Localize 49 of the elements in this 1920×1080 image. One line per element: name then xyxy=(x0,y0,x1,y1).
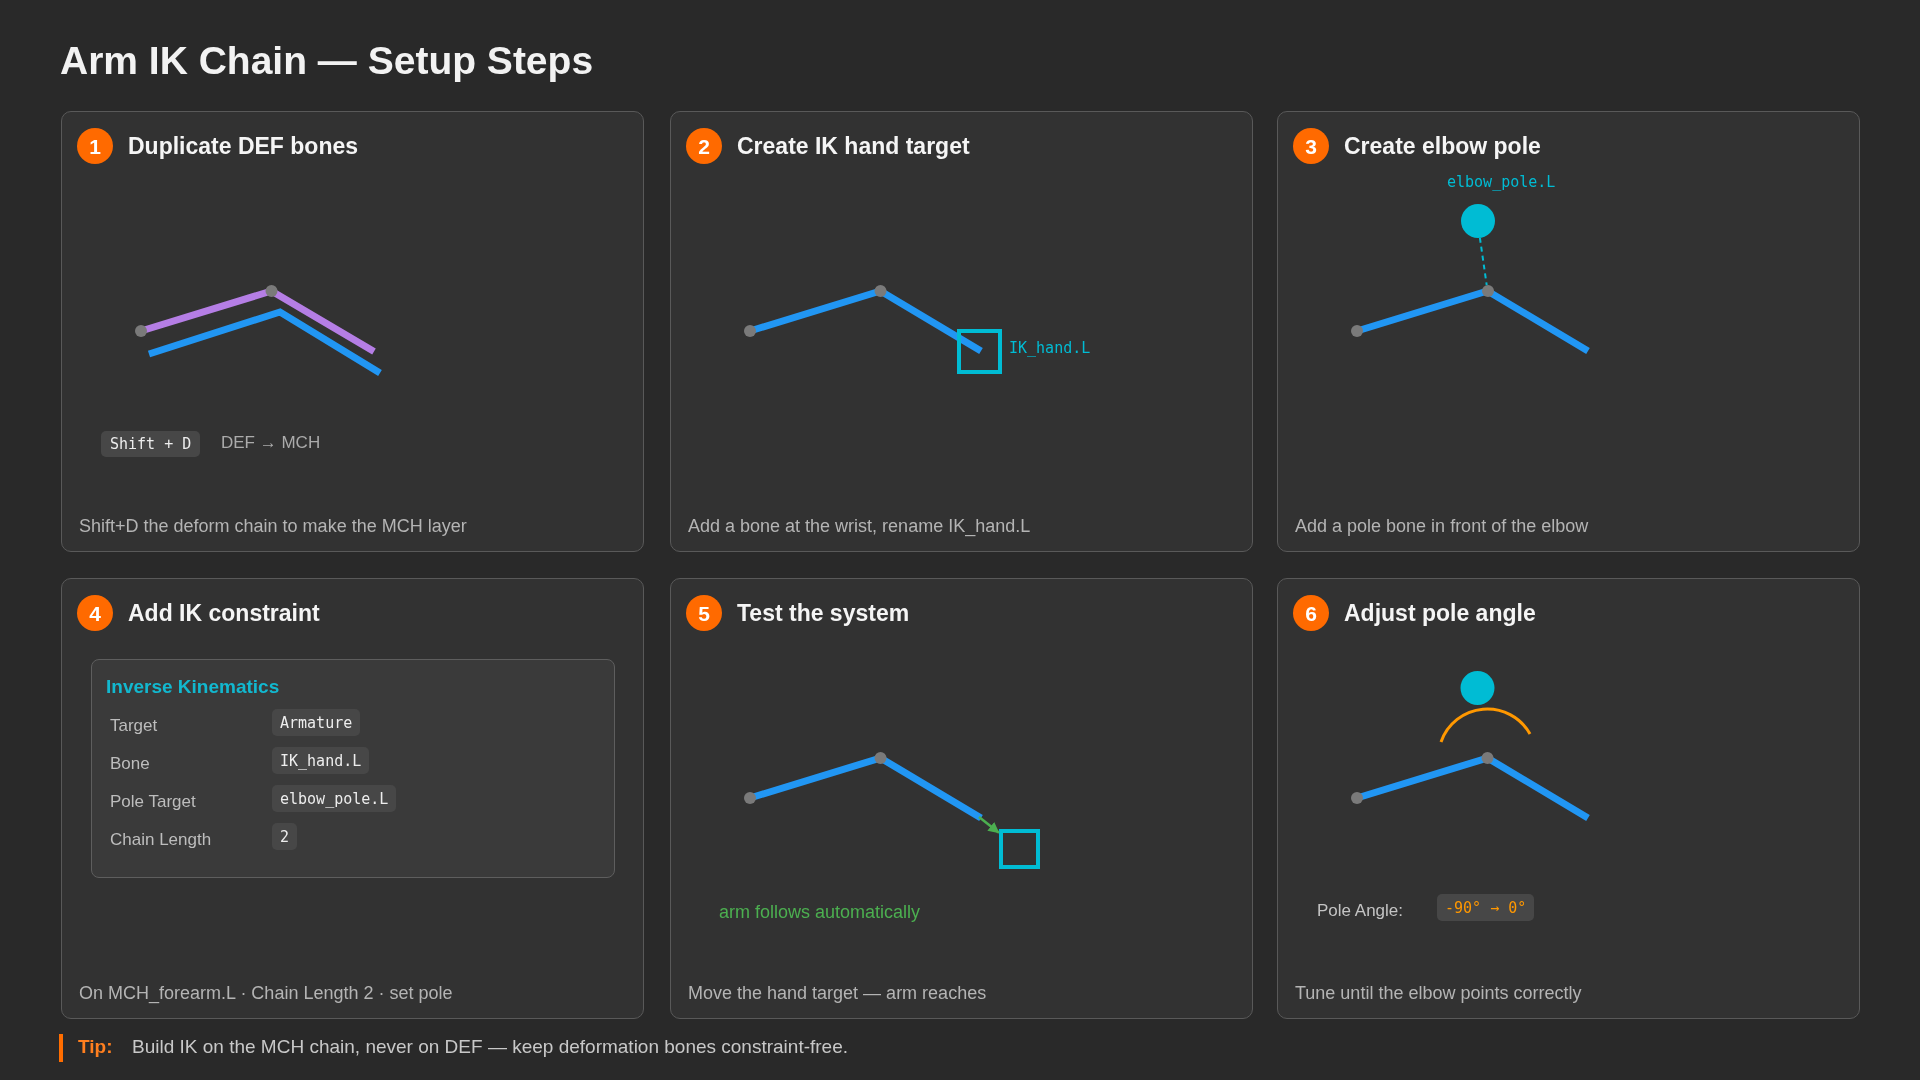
field-label: Bone xyxy=(110,753,150,775)
property-field: IK_hand.L xyxy=(272,747,370,774)
ik-target-square xyxy=(957,329,1002,374)
step-card xyxy=(670,578,1253,1019)
step-number-badge: 4 xyxy=(77,595,113,631)
step-number-badge: 2 xyxy=(686,128,722,164)
step-card xyxy=(61,578,644,1019)
result-note: arm follows automatically xyxy=(719,901,921,924)
field-label: Chain Length xyxy=(110,829,212,851)
step-number-badge: 5 xyxy=(686,595,722,631)
step-description: Tune until the elbow points correctly xyxy=(1295,982,1582,1005)
step-description: Add a bone at the wrist, rename IK_hand.L xyxy=(688,515,1031,538)
shortcut-key: Shift + D xyxy=(101,431,201,457)
step-title: Create IK hand target xyxy=(737,132,970,160)
tip-heading: Tip: xyxy=(78,1035,113,1059)
tip-text: Build IK on the MCH chain, never on DEF — keep deformation bones constraint-free. xyxy=(132,1035,849,1059)
step-card xyxy=(670,111,1253,552)
step-card xyxy=(1277,111,1860,552)
constraint-panel xyxy=(91,659,615,878)
bone-name-label: elbow_pole.L xyxy=(1447,172,1556,192)
step-description: Add a pole bone in front of the elbow xyxy=(1295,515,1589,538)
step-card xyxy=(61,111,644,552)
step-title: Adjust pole angle xyxy=(1344,599,1536,627)
step-title: Add IK constraint xyxy=(128,599,320,627)
field-label: Pole Angle: xyxy=(1317,901,1403,921)
ik-target-square xyxy=(999,829,1040,869)
step-description: Shift+D the deform chain to make the MCH layer xyxy=(79,515,467,538)
step-number-badge: 1 xyxy=(77,128,113,164)
pole-target-circle xyxy=(1460,204,1495,238)
step-description: Move the hand target — arm reaches xyxy=(688,982,987,1005)
property-field: Armature xyxy=(272,709,361,736)
step-title: Test the system xyxy=(737,599,910,627)
step-description: On MCH_forearm.L · Chain Length 2 · set pole xyxy=(79,982,453,1005)
step-card xyxy=(1277,578,1860,1019)
field-label: Pole Target xyxy=(110,791,196,813)
diagram-title: Arm IK Chain — Setup Steps xyxy=(60,38,594,84)
dashed-link-line xyxy=(1478,236,1488,287)
step-number-badge: 6 xyxy=(1293,595,1329,631)
step-number-badge: 3 xyxy=(1293,128,1329,164)
property-field: 2 xyxy=(272,823,298,850)
panel-heading: Inverse Kinematics xyxy=(106,675,280,699)
arrow xyxy=(978,816,1000,834)
field-label: Target xyxy=(110,715,158,737)
conversion-note: DEF → MCH xyxy=(221,432,321,454)
step-title: Duplicate DEF bones xyxy=(128,132,359,160)
property-field: elbow_pole.L xyxy=(272,785,397,812)
bone-name-label: IK_hand.L xyxy=(1009,338,1091,358)
step-title: Create elbow pole xyxy=(1344,132,1541,160)
angle-value-field: -90° → 0° xyxy=(1437,894,1535,921)
